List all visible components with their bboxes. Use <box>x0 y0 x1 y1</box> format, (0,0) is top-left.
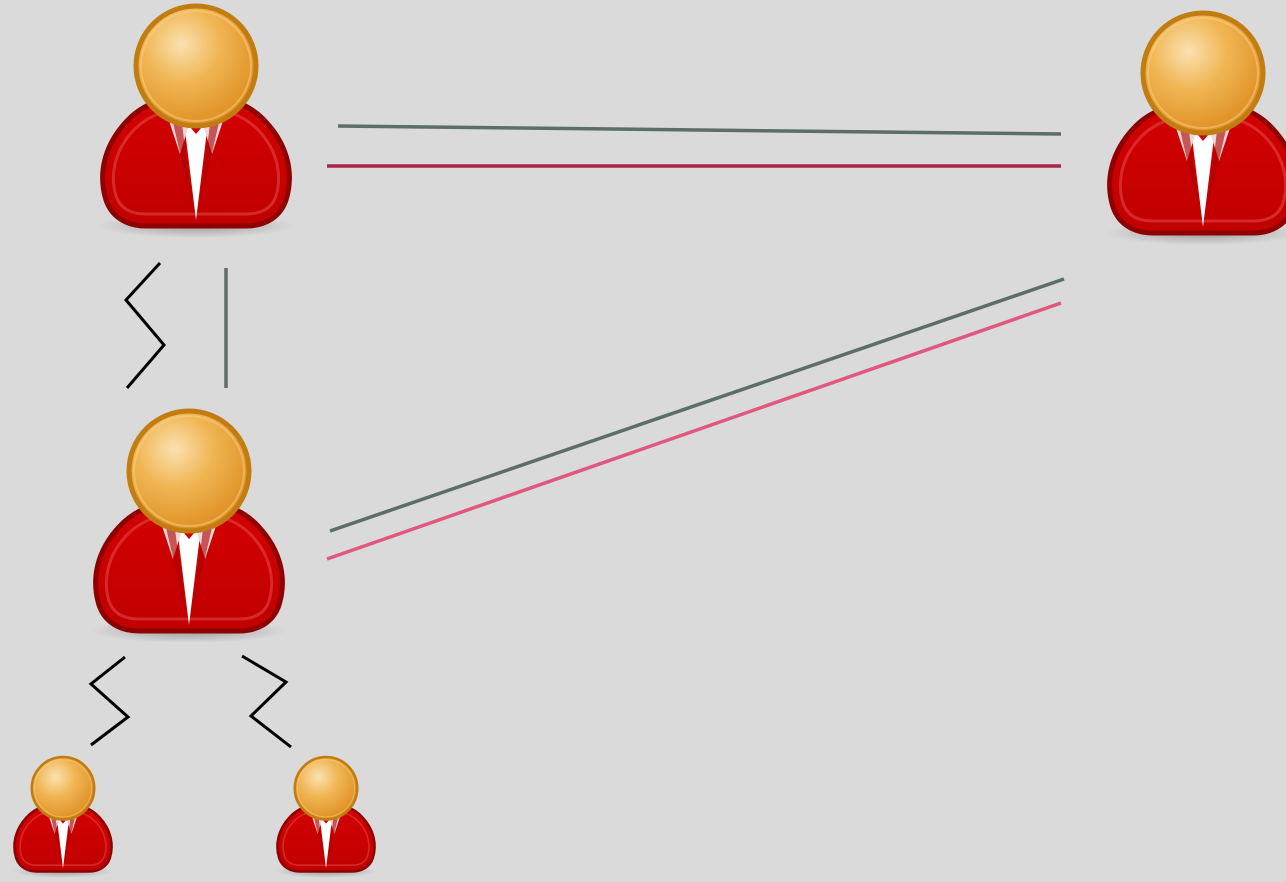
person-icon <box>273 755 379 879</box>
link-straight-person-middle-left-to-person-top-right <box>326 301 1062 561</box>
person-middle-left <box>91 411 287 643</box>
links-layer <box>88 124 1065 749</box>
person-icon <box>98 6 294 238</box>
person-icon <box>10 755 116 879</box>
link-zigzag-person-middle-left-to-person-bottom-left <box>88 655 131 747</box>
link-straight-person-middle-left-to-person-top-right <box>329 277 1065 533</box>
person-icon <box>91 411 287 643</box>
link-straight-person-top-left-to-person-top-right <box>337 124 1062 136</box>
person-bottom-left <box>10 755 116 879</box>
person-top-right <box>1105 13 1286 245</box>
link-zigzag-person-middle-left-to-person-bottom-right <box>241 654 292 749</box>
person-bottom-right <box>273 755 379 879</box>
nodes-layer <box>10 6 1286 879</box>
person-icon <box>1105 13 1286 245</box>
link-zigzag-person-top-left-to-person-middle-left <box>124 261 166 389</box>
person-top-left <box>98 6 294 238</box>
